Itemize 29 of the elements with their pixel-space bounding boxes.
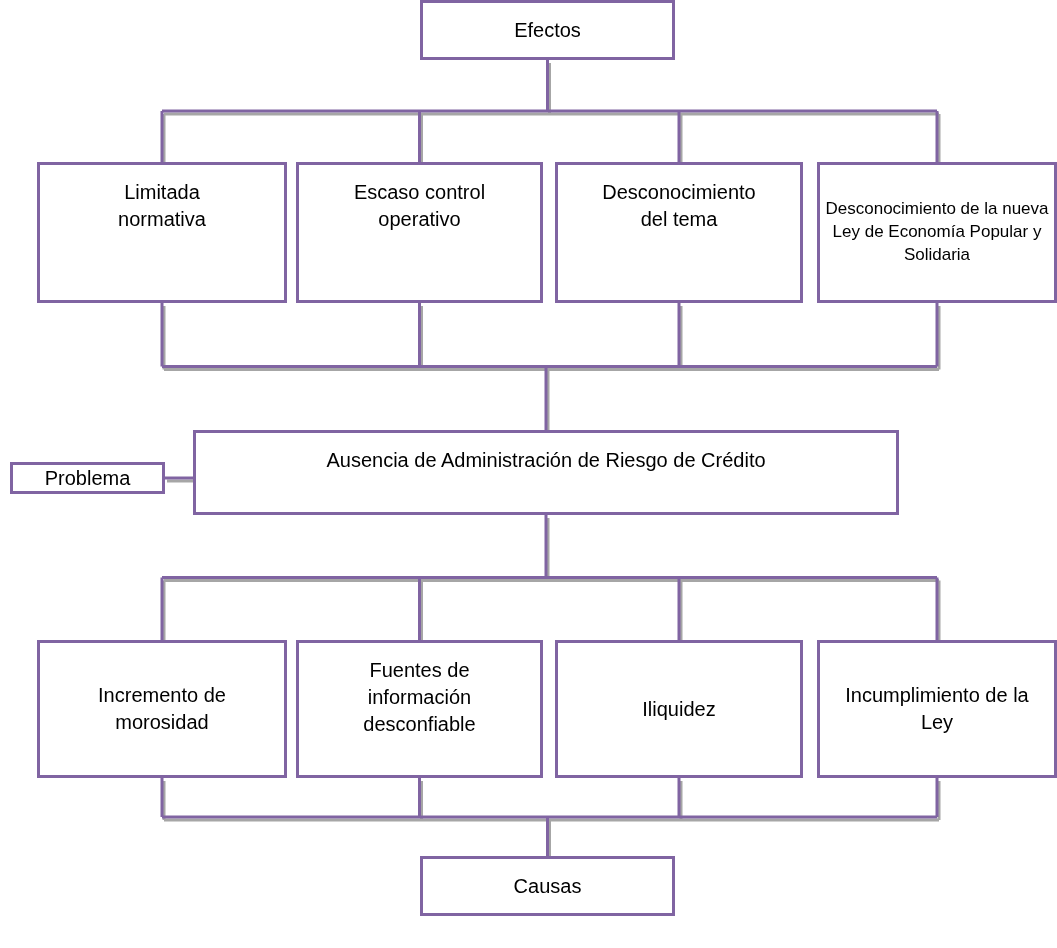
- box-text: Iliquidez: [642, 696, 716, 722]
- box-text: Desconocimiento del tema: [601, 180, 757, 232]
- box-text: Fuentes de información desconfiable: [362, 658, 477, 737]
- text-box: [555, 640, 803, 778]
- connector-line: [160, 513, 939, 642]
- box-text: Ausencia de Administración de Riesgo de Crédito: [326, 448, 766, 473]
- text-box: [420, 856, 675, 916]
- box-text: Incremento de morosidad: [97, 683, 227, 735]
- box-text: Efectos: [514, 17, 581, 43]
- box-text: Problema: [44, 465, 131, 491]
- box-text: Causas: [513, 873, 582, 899]
- box-text: Escaso control operativo: [352, 180, 487, 232]
- text-box: [296, 640, 543, 778]
- box-text: Desconocimiento de la nueva Ley de Economía Popular y Solidaria: [824, 198, 1050, 266]
- text-box: [817, 162, 1057, 303]
- text-box: [817, 640, 1057, 778]
- text-box: [37, 162, 287, 303]
- connector-line: [165, 476, 193, 480]
- text-box: [420, 0, 675, 60]
- connector-line: [160, 776, 939, 858]
- box-text: Incumplimiento de la Ley: [844, 683, 1030, 735]
- text-box: [555, 162, 803, 303]
- text-box: [193, 430, 899, 515]
- connector-line: [160, 301, 939, 432]
- box-text: Limitada normativa: [117, 180, 207, 232]
- text-box: [37, 640, 287, 778]
- text-box: [296, 162, 543, 303]
- text-box: [10, 462, 165, 494]
- connector-line: [160, 58, 939, 164]
